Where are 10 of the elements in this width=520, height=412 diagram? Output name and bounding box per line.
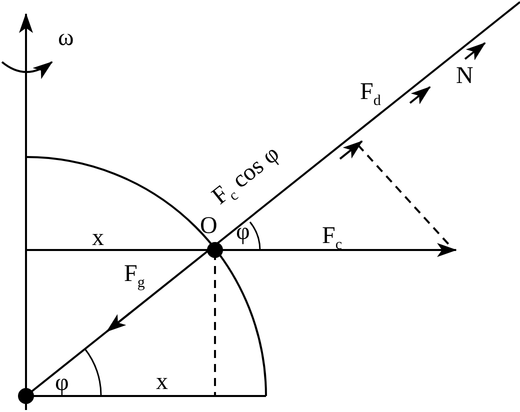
point-label: O: [200, 214, 218, 238]
symbol-label: ω: [58, 26, 74, 50]
force-label: F$_{c}$: [322, 224, 342, 253]
force-label: N: [456, 64, 474, 88]
force-label: F$_{g}$: [124, 262, 145, 291]
distance-label: x: [92, 226, 104, 250]
angle-label: φ: [236, 220, 250, 244]
angle-label: φ: [55, 371, 69, 395]
distance-label: x: [156, 370, 168, 394]
force-label: F$_{d}$: [360, 80, 381, 109]
